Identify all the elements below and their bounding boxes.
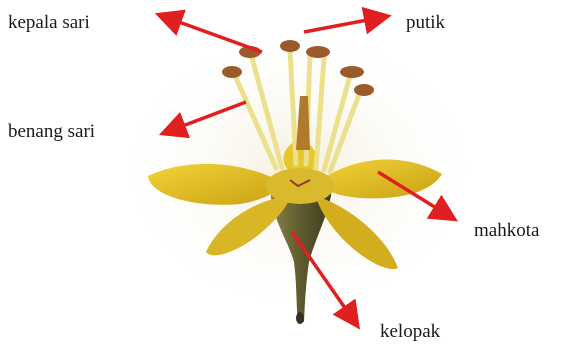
- label-mahkota: mahkota: [474, 221, 539, 240]
- label-kepala-sari: kepala sari: [8, 13, 90, 32]
- label-benang-sari: benang sari: [8, 122, 95, 141]
- label-kelopak: kelopak: [380, 322, 440, 341]
- label-putik: putik: [406, 13, 445, 32]
